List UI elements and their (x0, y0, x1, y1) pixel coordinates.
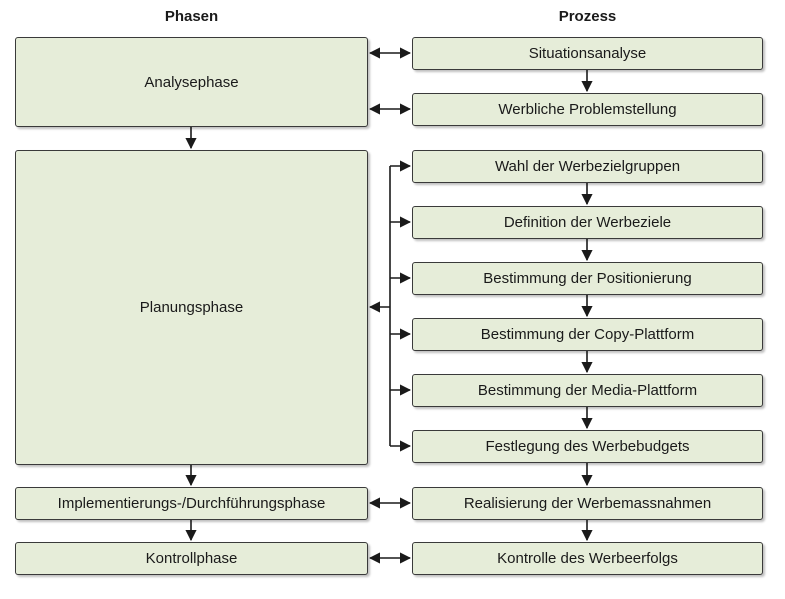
process-festlegung-des-werbebudgets: Festlegung des Werbebudgets (412, 430, 763, 463)
header-phasen: Phasen (164, 8, 219, 25)
header-prozess: Prozess (558, 8, 617, 25)
process-wahl-der-werbezielgruppen: Wahl der Werbezielgruppen (412, 150, 763, 183)
process-situationsanalyse: Situationsanalyse (412, 37, 763, 70)
phase-implementierungsphase: Implementierungs-/Durchführungsphase (15, 487, 368, 520)
process-bestimmung-der-positionierung: Bestimmung der Positionierung (412, 262, 763, 295)
phase-kontrollphase: Kontrollphase (15, 542, 368, 575)
process-werbliche-problemstellung: Werbliche Problemstellung (412, 93, 763, 126)
process-definition-der-werbeziele: Definition der Werbeziele (412, 206, 763, 239)
process-kontrolle-des-werbeerfolgs: Kontrolle des Werbeerfolgs (412, 542, 763, 575)
process-bestimmung-der-copy-plattform: Bestimmung der Copy-Plattform (412, 318, 763, 351)
process-realisierung-der-werbemassnahmen: Realisierung der Werbemassnahmen (412, 487, 763, 520)
phase-analysephase: Analysephase (15, 37, 368, 127)
phase-planungsphase: Planungsphase (15, 150, 368, 465)
process-bestimmung-der-media-plattform: Bestimmung der Media-Plattform (412, 374, 763, 407)
